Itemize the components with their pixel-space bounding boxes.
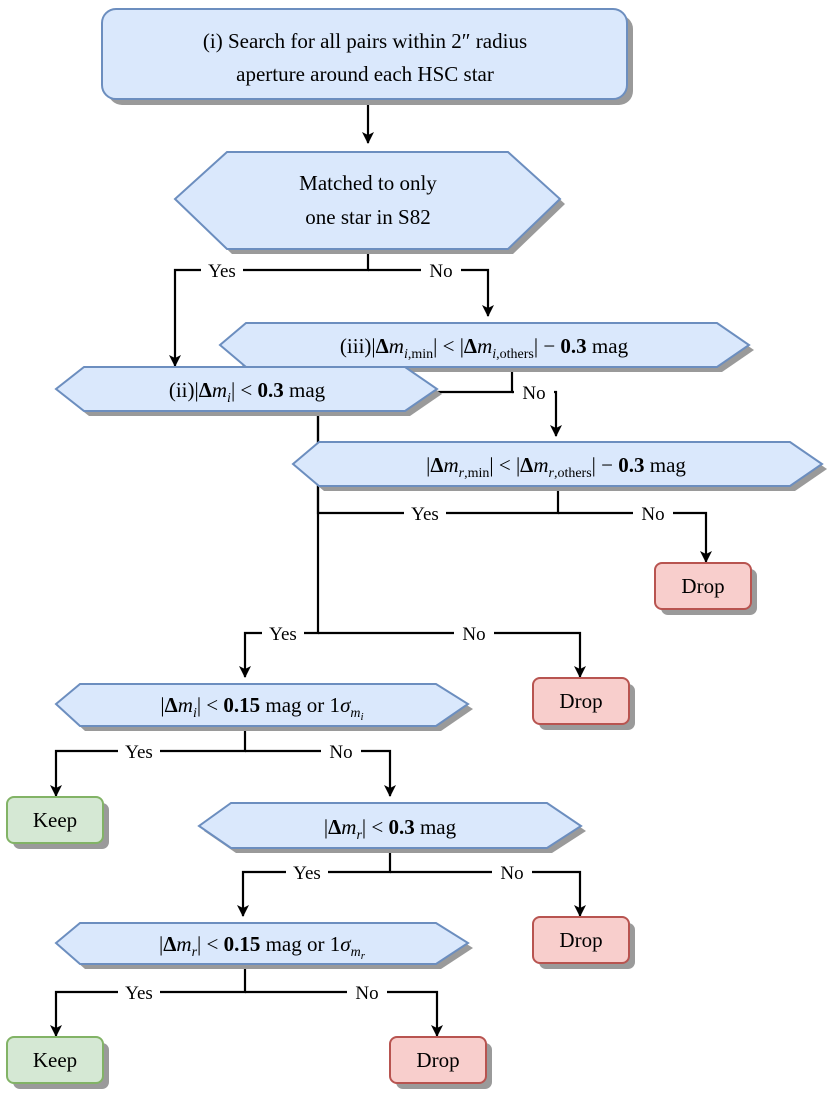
label-n4-yes: Yes xyxy=(411,504,439,525)
node-iii-text: (iii)|Δmi,min| < |Δmi,others| − 0.3 mag xyxy=(340,334,629,362)
node-iii-dmi-min: (iii)|Δmi,min| < |Δmi,others| − 0.3 mag xyxy=(218,322,754,372)
node-dmr-03: |Δmr| < 0.3 mag xyxy=(197,802,586,853)
node-dmr-min-text: |Δmr,min| < |Δmr,others| − 0.3 mag xyxy=(426,453,686,481)
node-dmi-015-text: |Δmi| < 0.15 mag or 1σmi xyxy=(160,693,363,723)
label-n8-yes: Yes xyxy=(125,983,153,1004)
label-n8-no: No xyxy=(355,983,378,1004)
keep-label-2: Keep xyxy=(33,1048,77,1072)
node-ii-dmi: (ii)|Δmi| < 0.3 mag xyxy=(54,366,442,416)
label-n6-yes: Yes xyxy=(125,742,153,763)
label-n7-yes: Yes xyxy=(293,863,321,884)
node-dmr-015: |Δmr| < 0.15 mag or 1σmr xyxy=(54,922,473,969)
edge-n6-no xyxy=(245,749,396,797)
node-dmi-015: |Δmi| < 0.15 mag or 1σmi xyxy=(54,683,473,731)
node-search-pairs: (i) Search for all pairs within 2″ radiu… xyxy=(101,8,633,105)
terminal-drop-1: Drop xyxy=(654,562,757,615)
terminal-drop-3: Drop xyxy=(532,916,635,969)
terminal-drop-2: Drop xyxy=(532,677,635,730)
drop-label-1: Drop xyxy=(681,574,724,598)
drop-label-2: Drop xyxy=(559,689,602,713)
edge-n5-no xyxy=(318,631,586,678)
label-n6-no: No xyxy=(329,742,352,763)
node-ii-prefix: (ii) xyxy=(169,378,195,402)
node-matched-line1: Matched to only xyxy=(299,171,437,195)
edge-n8-no xyxy=(245,990,443,1037)
terminal-keep-1: Keep xyxy=(6,796,109,849)
drop-label-4: Drop xyxy=(416,1048,459,1072)
edge-n7-no xyxy=(390,870,586,917)
node-search-pairs-line1: (i) Search for all pairs within 2″ radiu… xyxy=(203,29,527,53)
edge-n4-no xyxy=(558,511,712,563)
node-iii-prefix: (iii) xyxy=(340,334,372,358)
terminal-keep-2: Keep xyxy=(6,1036,109,1089)
drop-label-3: Drop xyxy=(559,928,602,952)
label-n5-no: No xyxy=(462,624,485,645)
label-n5-yes: Yes xyxy=(269,624,297,645)
node-ii-text: (ii)|Δmi| < 0.3 mag xyxy=(169,378,326,406)
label-n2-yes: Yes xyxy=(208,261,236,282)
node-dmr-03-text: |Δmr| < 0.3 mag xyxy=(324,815,457,843)
label-n3-no: No xyxy=(522,383,545,404)
label-n7-no: No xyxy=(500,863,523,884)
node-dmr-015-text: |Δmr| < 0.15 mag or 1σmr xyxy=(159,932,366,962)
node-matched-only-one: Matched to only one star in S82 xyxy=(173,151,565,254)
terminal-drop-4: Drop xyxy=(389,1036,492,1089)
edge-n2-yes xyxy=(169,250,370,367)
label-n4-no: No xyxy=(641,504,664,525)
keep-label-1: Keep xyxy=(33,808,77,832)
edge-n2-no xyxy=(368,268,494,317)
node-search-pairs-line2: aperture around each HSC star xyxy=(236,62,494,86)
node-dmr-min: |Δmr,min| < |Δmr,others| − 0.3 mag xyxy=(291,441,827,491)
label-n2-no: No xyxy=(429,261,452,282)
node-matched-line2: one star in S82 xyxy=(305,205,430,229)
